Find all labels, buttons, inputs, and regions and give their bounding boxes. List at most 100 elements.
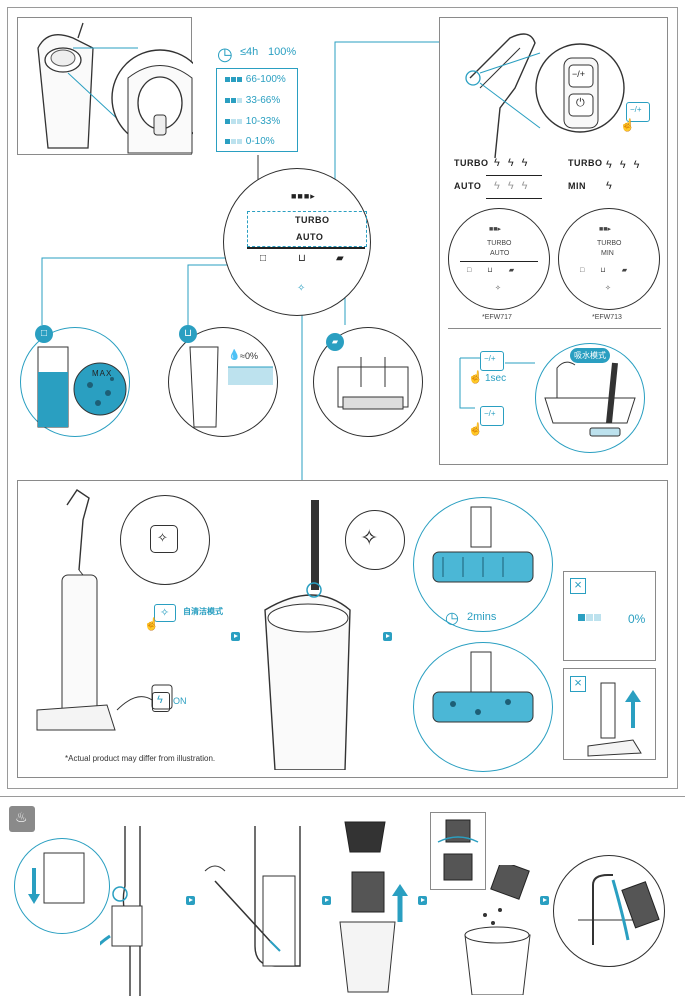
display-mode-bottom: AUTO [296, 232, 324, 242]
battery-level-row: 10-33% [225, 116, 280, 127]
disclaimer-text: *Actual product may differ from illustra… [65, 754, 216, 763]
full-charge-label: 100% [268, 46, 297, 58]
next-step-arrow-icon [383, 632, 392, 641]
next-step-arrow-icon [418, 896, 427, 905]
turbo-mode-label: TURBO [454, 158, 489, 168]
clean-tank-badge-icon: □ [35, 325, 53, 343]
display-mode-top: TURBO [295, 215, 330, 225]
mode-underline [486, 198, 542, 199]
next-step-arrow-icon [231, 632, 240, 641]
display-divider [247, 247, 365, 249]
model-left-caption: *EFW717 [482, 314, 512, 321]
faucet-rinse-illustration [578, 874, 660, 945]
battery-empty-label: 0% [628, 612, 646, 626]
clean-duration-label: 2mins [467, 611, 497, 623]
battery-bars-icon [225, 95, 243, 106]
clock-icon: ◷ [445, 610, 459, 627]
vacuum-top-illustration [264, 500, 351, 770]
press-duration-label: 1sec [485, 373, 507, 384]
power-plug-icon: ϟ [152, 692, 170, 712]
next-step-arrow-icon [186, 896, 195, 905]
battery-level-row: 33-66% [225, 95, 280, 106]
model-display-left [448, 208, 550, 310]
minus-plus-button[interactable]: −/+ [572, 69, 586, 79]
min-mode-label: MIN [568, 181, 586, 191]
auto-mode-label: AUTO [454, 181, 482, 191]
clean-tank-icon: □ [260, 253, 267, 264]
battery-indicator-icon: ■■▸ [599, 226, 611, 233]
display-icons: □⊔▰ [580, 267, 644, 274]
handle-closeup-panel [17, 17, 209, 155]
vacuum-base-illustration [100, 826, 143, 996]
self-clean-icon: ✧ [297, 283, 306, 294]
dirty-tank-illustration [189, 346, 273, 428]
self-clean-icon: ✧ [360, 525, 379, 550]
brush-icon: ▰ [336, 253, 344, 264]
bolt-icons: ϟϟϟ [494, 180, 536, 192]
max-label: MAX [92, 369, 113, 378]
self-clean-mode-label: 自清洁模式 [183, 607, 223, 616]
section-separator [0, 796, 685, 797]
runtime-label: ≤4h [240, 46, 259, 58]
battery-level-row: 0-10% [225, 136, 275, 147]
model-right-mode-top: TURBO [597, 240, 622, 247]
cleaning-tool-illustration [204, 826, 301, 967]
self-clean-button-closeup [120, 495, 210, 585]
bolt-icons: ϟϟϟ [606, 159, 648, 171]
modes-panel: −/+ ⏻ −/+ ☝ TURBO ϟϟϟ AUTO ϟϟϟ TURBO ϟϟϟ… [439, 17, 668, 465]
battery-blink-icon [225, 136, 243, 147]
dirty-tank-icon: ⊔ [298, 253, 306, 264]
vacuum-charging-illustration [36, 489, 173, 731]
clean-tank-illustration [37, 346, 127, 428]
self-clean-icon-closeup [345, 510, 405, 570]
display-icons: □⊔▰ [467, 267, 531, 274]
self-clean-icon: ✧ [157, 530, 168, 545]
finger-press-icon: ☝ [468, 422, 483, 436]
bolt-icon: ϟ [606, 180, 612, 192]
battery-indicator-icon: ■■▸ [489, 226, 501, 233]
brush-rotating-illustration [432, 506, 534, 583]
water-mode-badge: 吸水模式 [570, 348, 610, 363]
battery-bars-icon [225, 74, 243, 85]
model-right-mode-bottom: MIN [601, 250, 614, 257]
next-step-arrow-icon [540, 896, 549, 905]
model-left-mode-top: TURBO [487, 240, 512, 247]
tank-release-illustration [28, 852, 85, 904]
brush-badge-icon: ▰ [326, 333, 344, 351]
bathtub-illustration [544, 361, 636, 437]
battery-bars-icon [225, 116, 243, 127]
main-instruction-frame [7, 7, 678, 789]
mode-underline [486, 175, 542, 176]
filter-disassembly-illustration [339, 821, 408, 993]
self-clean-icon: ✧ [605, 285, 611, 292]
lift-vacuum-illustration [587, 682, 642, 757]
handle-closeup-illustration [37, 22, 209, 154]
minus-plus-press-icon: −/+ [480, 351, 504, 371]
battery-levels-box: 66-100% 33-66% 10-33% 0-10% [216, 68, 298, 152]
maintenance-section-icon: ♨ [9, 806, 35, 832]
brush-illustration [337, 357, 409, 410]
filter-rotate-illustration [437, 819, 479, 881]
next-step-arrow-icon [322, 896, 331, 905]
self-clean-press-icon: ✧ [154, 604, 176, 622]
cross-icon: × [570, 578, 586, 594]
minus-plus-press-icon: −/+ [626, 102, 650, 122]
turbo-mode-label-right: TURBO [568, 158, 603, 168]
battery-indicator-icon: ■■■▸ [291, 191, 316, 201]
model-right-caption: *EFW713 [592, 314, 622, 321]
battery-empty-indicator-icon [578, 611, 602, 623]
water-drop-icon: 💧 [228, 350, 241, 361]
power-button[interactable]: ⏻ [576, 97, 585, 109]
dirty-tank-badge-icon: ⊔ [179, 325, 197, 343]
model-left-mode-bottom: AUTO [490, 250, 510, 257]
bolt-icons: ϟϟϟ [494, 157, 536, 169]
power-on-label: ON [173, 696, 187, 706]
mode-display-frame [247, 211, 367, 247]
battery-level-row: 66-100% [225, 74, 286, 85]
self-clean-button[interactable]: ✧ [150, 525, 178, 553]
brush-dirty-illustration [432, 651, 534, 723]
panel-divider [448, 328, 661, 329]
self-clean-icon: ✧ [495, 285, 501, 292]
clock-icon: ◷ [217, 44, 233, 64]
finger-press-icon: ☝ [468, 370, 483, 384]
